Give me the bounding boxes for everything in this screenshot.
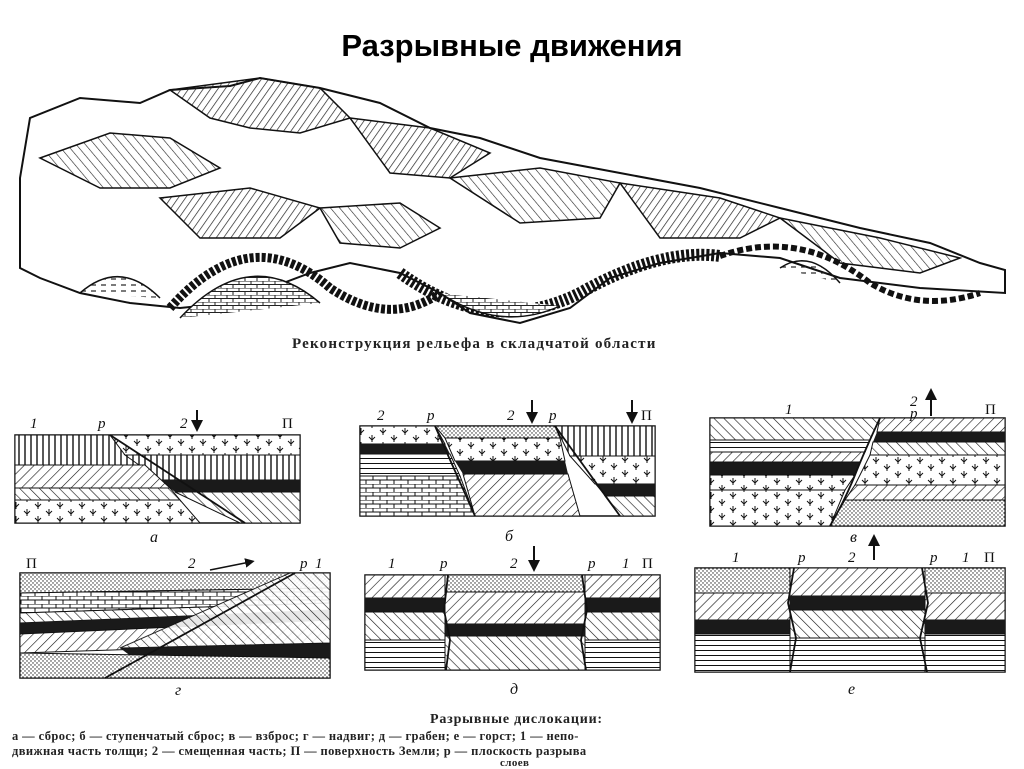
panel-e-label-p2: р xyxy=(587,556,596,572)
legend-text-line-1: а — сброс; б — ступенчатый сброс; в — вз… xyxy=(12,729,579,743)
panel-e-label-1a: 1 xyxy=(388,556,396,572)
legend-title: Разрывные дислокации: xyxy=(430,712,603,727)
slide-title: Разрывные движения xyxy=(341,28,683,63)
panel-e-label-p1: р xyxy=(439,556,448,572)
panel-f-label-2: 2 xyxy=(848,550,856,566)
panel-a-label-1: 1 xyxy=(30,416,38,432)
panel-a-label-2: 2 xyxy=(180,416,188,432)
panel-e-label-surface: П xyxy=(642,556,653,572)
panel-d-label-surface: П xyxy=(26,556,37,572)
panel-c-label-1: 1 xyxy=(785,402,793,418)
panel-f-letter: е xyxy=(848,681,855,698)
panel-f-label-p1: р xyxy=(797,550,806,566)
panel-d-label-1: 1 xyxy=(315,556,323,572)
panel-b-label-surface: П xyxy=(641,408,652,424)
panel-d-thrust-diagram: П 2 р 1 г xyxy=(19,556,331,699)
panel-e-letter: д xyxy=(510,681,518,698)
panel-a-letter: а xyxy=(150,529,158,546)
panel-c-label-p: р xyxy=(909,406,918,422)
panel-f-label-1b: 1 xyxy=(962,550,970,566)
panel-c-reverse-fault-diagram: 1 2 р П в xyxy=(709,388,1006,546)
panel-a-fault-diagram: 1 р 2 П а xyxy=(14,410,301,546)
panel-b-label-2b: 2 xyxy=(507,408,515,424)
panel-b-label-p1: р xyxy=(426,408,435,424)
panel-e-graben-diagram: 1 р 2 р 1 П д xyxy=(364,546,661,698)
panel-c-label-surface: П xyxy=(985,402,996,418)
panel-c-label-2: 2 xyxy=(910,394,918,410)
panel-e-label-1b: 1 xyxy=(622,556,630,572)
panel-f-label-p2: р xyxy=(929,550,938,566)
landscape-illustration xyxy=(19,76,1006,325)
legend-text-line-3: слоев xyxy=(500,757,530,769)
landscape-caption: Реконструкция рельефа в складчатой облас… xyxy=(292,336,657,352)
panel-f-label-surface: П xyxy=(984,550,995,566)
panel-a-label-surface: П xyxy=(282,416,293,432)
panel-b-step-fault-diagram: 2 р 2 р П б xyxy=(359,400,656,545)
panel-b-letter: б xyxy=(505,528,514,545)
panel-e-label-2: 2 xyxy=(510,556,518,572)
panel-b-label-2a: 2 xyxy=(377,408,385,424)
panel-c-letter: в xyxy=(850,529,857,546)
panel-a-label-p: р xyxy=(97,416,106,432)
panel-d-label-p: р xyxy=(299,556,308,572)
panel-d-letter: г xyxy=(175,682,181,699)
panel-d-label-2: 2 xyxy=(188,556,196,572)
panel-f-label-1a: 1 xyxy=(732,550,740,566)
panel-f-horst-diagram: 1 р 2 р 1 П е xyxy=(694,534,1006,698)
right-arrow-icon xyxy=(209,558,255,571)
panel-b-label-p2: р xyxy=(548,408,557,424)
legend-text-line-2: движная часть толщи; 2 — смещенная часть… xyxy=(12,744,587,758)
